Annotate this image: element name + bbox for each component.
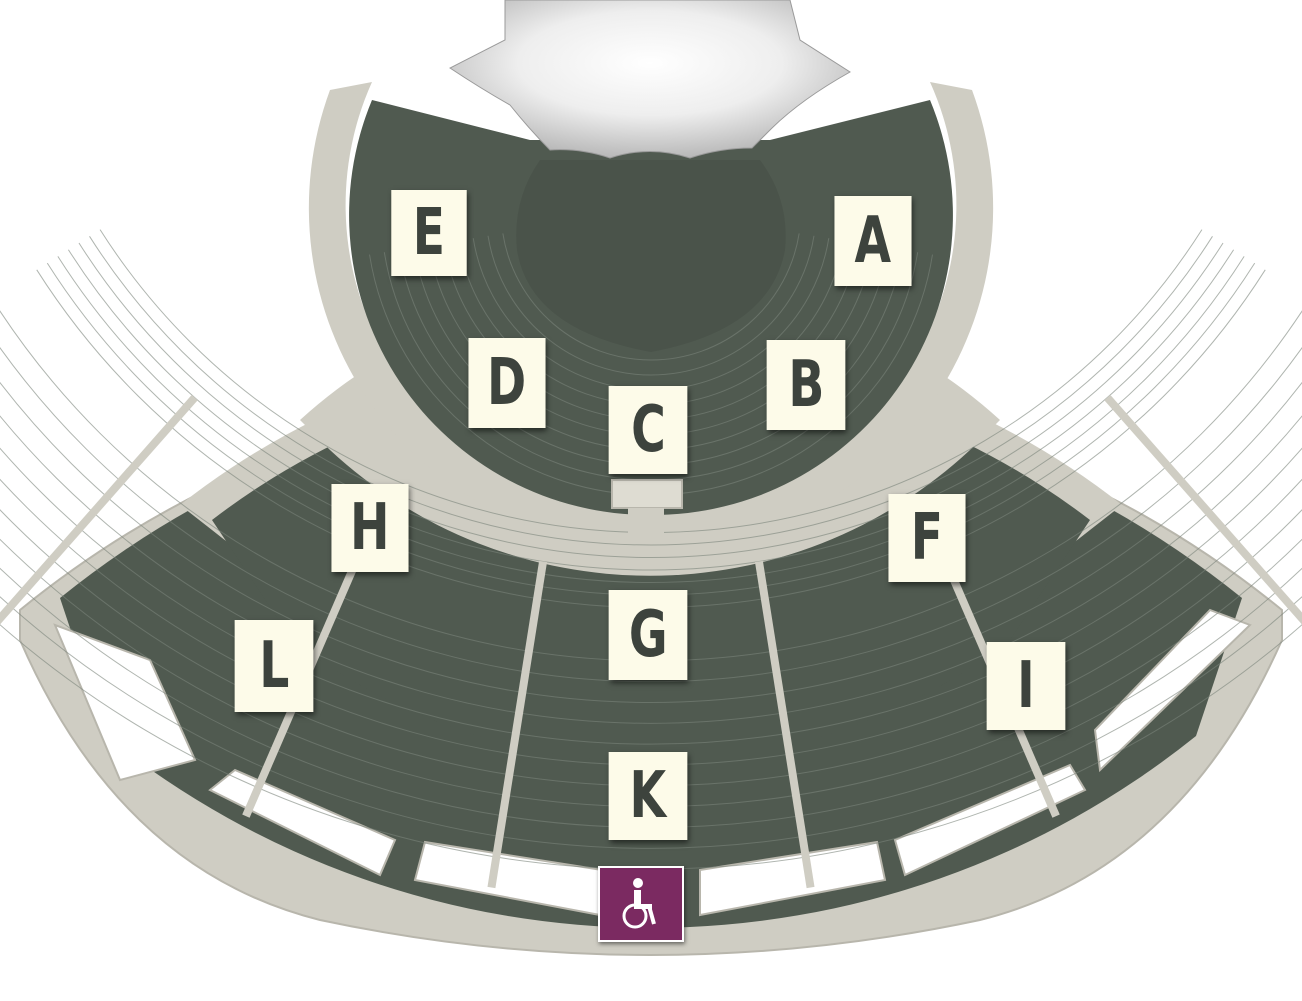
section-label-i[interactable]: I — [986, 642, 1066, 730]
seat-row-line — [78, 242, 1224, 558]
section-label-f[interactable]: F — [888, 494, 966, 582]
section-label-b[interactable]: B — [766, 340, 846, 430]
seat-row-line — [0, 415, 1302, 724]
sound-booth — [611, 479, 683, 509]
accessible-seating-badge[interactable] — [598, 866, 684, 942]
outer-walkway-gap-left — [53, 623, 197, 782]
outer-walkway-gap-right2 — [1093, 608, 1252, 773]
section-label-k[interactable]: K — [608, 752, 688, 840]
booth-stem — [628, 508, 664, 538]
section-label-d[interactable]: D — [468, 338, 546, 428]
seat-row-line — [0, 381, 1302, 704]
section-label-e[interactable]: E — [391, 190, 467, 276]
outer-walkway-gap-center2 — [699, 840, 887, 917]
seat-row-line — [0, 596, 1302, 849]
seat-row-line — [67, 249, 1235, 571]
bowl-row-line — [487, 235, 815, 376]
stage-floor — [516, 160, 786, 352]
seat-row-line — [57, 256, 1245, 583]
bowl-row-line — [502, 233, 800, 361]
section-label-c[interactable]: C — [608, 386, 688, 474]
seat-row-line — [89, 236, 1213, 546]
wheelchair-icon — [622, 878, 656, 929]
section-label-g[interactable]: G — [608, 590, 688, 680]
seat-row-line — [0, 346, 1302, 683]
aisle-line — [0, 394, 198, 625]
stage-canopy — [449, 0, 851, 159]
aisle-line — [487, 560, 548, 889]
seat-row-line — [0, 447, 1302, 745]
section-label-l[interactable]: L — [234, 620, 314, 712]
aisle-line — [754, 560, 815, 889]
aisle-line — [1104, 394, 1302, 625]
section-label-a[interactable]: A — [834, 196, 912, 286]
outer-walkway-gap-right — [893, 763, 1087, 877]
section-label-h[interactable]: H — [331, 484, 409, 572]
